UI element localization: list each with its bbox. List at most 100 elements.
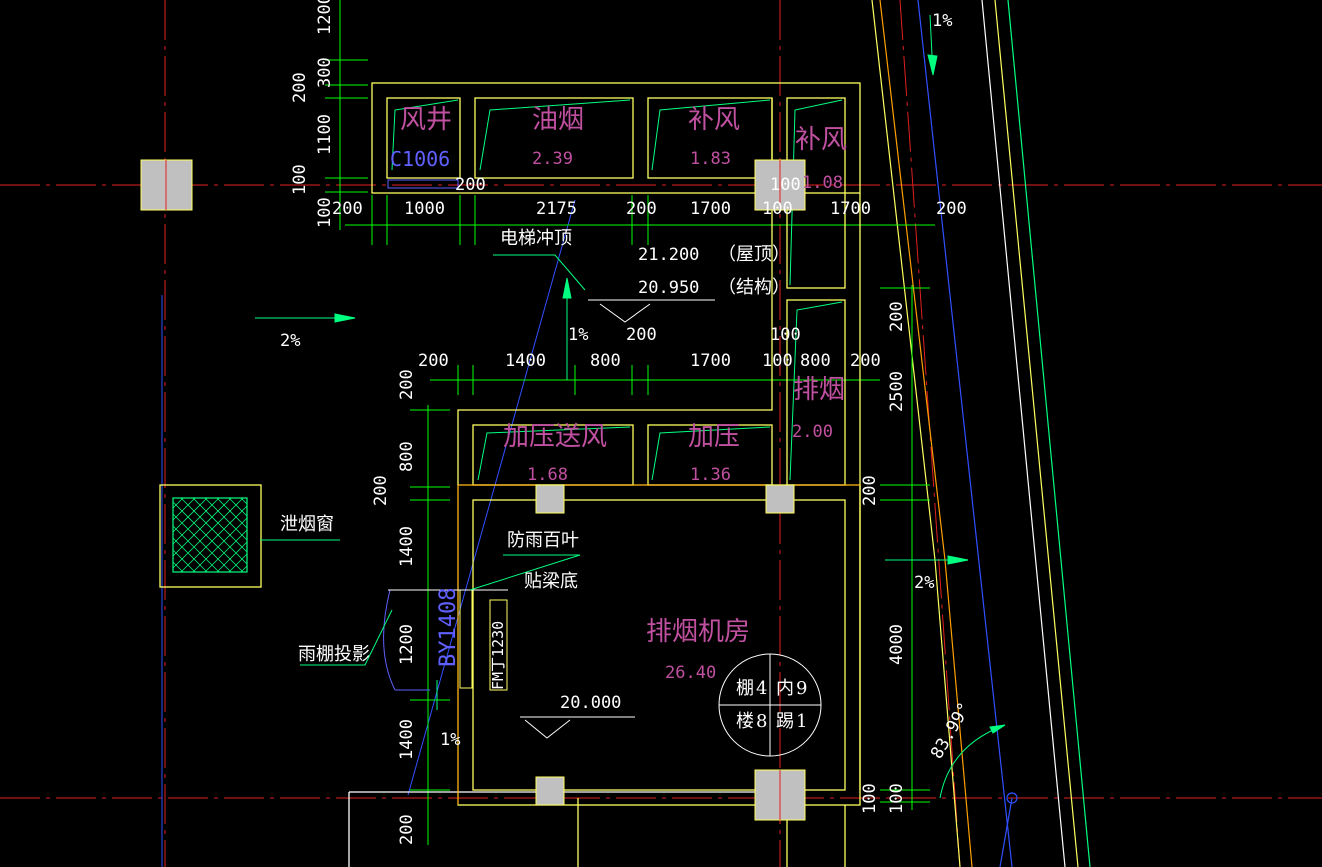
room-area-shaft-3: 1.83: [690, 149, 731, 169]
dim-text: 200: [290, 72, 310, 103]
arrow-head: [927, 54, 938, 76]
room-name-shaft-7: 排烟: [793, 375, 845, 405]
dim-text: 100: [290, 164, 310, 195]
boundary-white-1: [981, 0, 1066, 867]
shaft-symbol: [479, 99, 631, 171]
dim-text: 1400: [397, 526, 417, 567]
dim-text: 1700: [690, 199, 731, 219]
room-name-shaft-6: 加压: [688, 422, 740, 452]
canopy-arc: [383, 589, 396, 691]
dim-text: 100: [762, 199, 793, 219]
boundary-yellow-2: [994, 0, 1079, 867]
dim-text: 1100: [315, 114, 335, 155]
dimension-lines: [325, 0, 935, 845]
legend-text: 9: [796, 678, 807, 699]
angle-marker: [939, 724, 1006, 799]
dimension-texts-mid: 200 1400 800 1700 100 800 200: [418, 351, 881, 371]
dim-text: 800: [397, 441, 417, 472]
room-area-shaft-5: 1.68: [527, 465, 568, 485]
column: [535, 484, 565, 514]
vent-window-frame: [159, 484, 262, 588]
slope-label: 1%: [932, 11, 952, 31]
blue-lines: [161, 199, 576, 867]
door-tag: BY1408: [436, 588, 461, 667]
legend-text: 8: [756, 711, 767, 732]
slope-labels: 1% 2% 1% 2% 1%: [280, 11, 952, 750]
shaft-door-bar: [387, 179, 459, 189]
dim-text: 200: [455, 175, 486, 195]
boundary-blue: [917, 0, 1013, 867]
door-tag-2: FM丁1230: [489, 621, 507, 690]
legend-text: 楼: [736, 711, 754, 732]
hatch-pattern: [172, 497, 248, 573]
survey-point: [1006, 792, 1018, 804]
leader-lines: [260, 254, 715, 666]
room-name-shaft-3: 补风: [688, 105, 740, 135]
room-area-shaft-2: 2.39: [532, 149, 573, 169]
dim-text: 800: [800, 351, 831, 371]
legend-text: 4: [756, 678, 767, 699]
arrow-head: [562, 277, 572, 299]
dim-text: 200: [371, 475, 391, 506]
dim-text: 2175: [536, 199, 577, 219]
label-elev-roof: 21.200: [638, 245, 699, 265]
level-triangle-top: [599, 303, 651, 323]
shaft-symbol: [651, 426, 771, 481]
leader-louver: [469, 554, 581, 591]
level-markers: [520, 303, 651, 739]
room-name-shaft-2: 油烟: [532, 105, 584, 135]
dim-text: 4000: [887, 624, 907, 665]
room-area-shaft-7: 2.00: [792, 422, 833, 442]
column: [765, 484, 795, 514]
dim-text: 200: [397, 814, 417, 845]
blue-line-diagonal: [407, 199, 576, 796]
dim-text: 200: [850, 351, 881, 371]
shaft-1-wall: [386, 97, 461, 179]
level-triangle-bottom: [524, 719, 571, 739]
label-canopy: 雨棚投影: [298, 644, 370, 665]
label-floor-level: 20.000: [560, 693, 621, 713]
dim-text: 200: [418, 351, 449, 371]
shaft-symbol: [651, 99, 771, 171]
dim-text: 100: [770, 175, 801, 195]
label-elev-roof-note: （屋顶）: [718, 244, 790, 265]
machine-room-inner: [472, 499, 846, 791]
slope-label: 1%: [440, 730, 460, 750]
column: [535, 776, 565, 806]
stair-legend: [718, 653, 822, 757]
label-beam-bottom: 贴梁底: [524, 571, 578, 592]
room-area-shaft-4: 1.08: [802, 173, 843, 193]
room-area-machine-room: 26.40: [665, 663, 716, 683]
leader-canopy: [300, 609, 393, 666]
leader-elevator: [493, 254, 586, 291]
label-louver: 防雨百叶: [507, 530, 579, 551]
boundary-green: [1007, 0, 1091, 867]
dim-text: 100: [315, 197, 335, 228]
dim-text: 300: [315, 57, 335, 88]
dim-text: 100: [887, 783, 907, 814]
shaft-symbol: [391, 99, 459, 171]
dim-text: 1200: [315, 0, 335, 35]
vent-window-inner: [172, 497, 248, 573]
room-name-shaft-5: 加压送风: [503, 422, 607, 452]
boundary-blue-2: [999, 797, 1013, 867]
dim-text: 1400: [505, 351, 546, 371]
dimension-texts-left-top: 1200 300 200 1100 100 100: [290, 0, 335, 228]
shaft-2-wall: [474, 97, 634, 179]
shaft-symbol: [789, 301, 843, 481]
dim-text: 1000: [404, 199, 445, 219]
label-elev-struct: 20.950: [638, 278, 699, 298]
axis-diagonal-right: [899, 0, 961, 867]
room-names: 风井 C1006 油烟 2.39 补风 1.83 补风 1.08 加压送风 1.…: [390, 105, 847, 683]
dim-text: 100: [770, 325, 801, 345]
shaft-symbol: [477, 426, 631, 481]
dim-text: 200: [332, 199, 363, 219]
room-name-machine-room: 排烟机房: [646, 617, 750, 647]
dim-text: 200: [397, 369, 417, 400]
dim-text: 800: [590, 351, 621, 371]
arrow-head: [334, 313, 356, 323]
room-name-shaft-4: 补风: [795, 125, 847, 155]
